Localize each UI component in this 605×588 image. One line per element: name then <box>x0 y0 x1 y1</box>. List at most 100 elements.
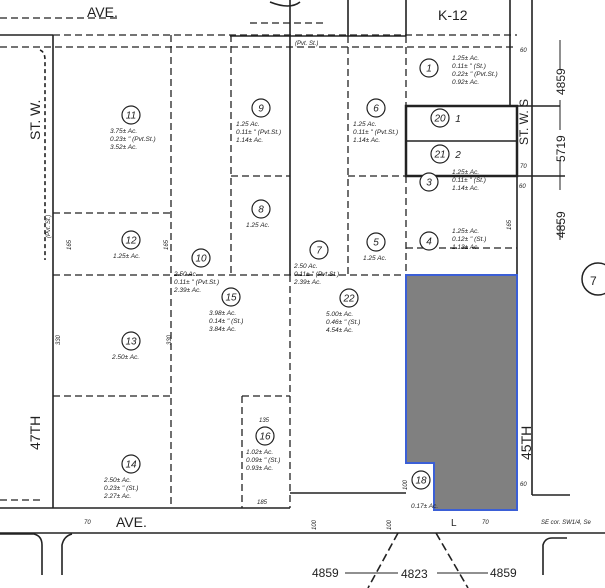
parcel-number: 4 <box>426 237 432 248</box>
svg-text:330: 330 <box>56 334 62 345</box>
parcel-acreage: 0.11± " (St.) <box>452 63 486 70</box>
parcel-circle <box>121 230 141 250</box>
parcel-acreage: 0.11± " (Pvt.St.) <box>353 129 398 136</box>
parcel-circle <box>366 98 386 118</box>
parcel-acreage: 0.23± " (St.) <box>104 485 138 492</box>
svg-text:70: 70 <box>520 164 527 170</box>
parcel-circle <box>339 288 359 308</box>
curb-line <box>542 537 567 575</box>
parcel-number: 3 <box>426 178 432 189</box>
parcel-number: 13 <box>125 337 137 348</box>
parcel-number: 5 <box>373 238 379 249</box>
parcel-acreage: 1.25 Ac. <box>363 255 387 262</box>
parcel-acreage: 3.75± Ac. <box>110 128 137 135</box>
svg-text:70: 70 <box>482 520 489 526</box>
parcel-circle <box>411 470 431 490</box>
svg-text:70: 70 <box>84 520 91 526</box>
parcel-acreage: 0.11± " (St.) <box>452 177 486 184</box>
svg-text:60: 60 <box>520 48 527 54</box>
street-label-45th: 45TH <box>518 426 534 460</box>
parcel-circle <box>121 331 141 351</box>
street-label-st-w-s: ST. W. S <box>517 99 531 145</box>
parcel-number: 18 <box>415 476 427 487</box>
parcel-acreage: 2.39± Ac. <box>173 287 201 294</box>
curve-mark <box>269 1 301 7</box>
street-label-l: L <box>451 518 457 529</box>
parcel-acreage: 3.52± Ac. <box>110 144 137 151</box>
parcel-acreage: 1.25± Ac. <box>113 253 140 260</box>
parcel-acreage: 0.11± " (Pvt.St.) <box>174 279 219 286</box>
parcel-acreage: 0.22± " (Pvt.St.) <box>452 71 498 78</box>
parcel-circle <box>221 287 241 307</box>
parcel-acreage: 0.23± " (Pvt.St.) <box>110 136 156 143</box>
svg-text:135: 135 <box>259 418 270 424</box>
parcel-acreage: 1.25± Ac. <box>452 169 479 176</box>
parcel-acreage: 0.11± " (Pvt.St.) <box>294 271 339 278</box>
parcel-acreage: 1.25 Ac. <box>246 222 270 229</box>
parcel-circle <box>419 172 439 192</box>
parcel-number: 12 <box>125 236 137 247</box>
parcel-acreage: 2.27± Ac. <box>103 493 131 500</box>
parcel-acreage: 2.50 Ac. <box>173 271 198 278</box>
parcel-circle <box>430 108 450 128</box>
svg-text:165: 165 <box>507 219 513 230</box>
svg-text:60: 60 <box>520 482 527 488</box>
parcel-acreage: 1.02± Ac. <box>246 449 273 456</box>
svg-text:185: 185 <box>257 500 268 506</box>
parcel-acreage: 2.50± Ac. <box>111 354 139 361</box>
parcel-acreage: 0.11± " (Pvt.St.) <box>236 129 281 136</box>
parcel-acreage: 1.14± Ac. <box>353 137 380 144</box>
svg-text:165: 165 <box>67 239 73 250</box>
parcel-acreage: 0.92± Ac. <box>452 79 479 86</box>
parcel-number: 9 <box>258 104 264 115</box>
svg-text:100: 100 <box>387 519 393 530</box>
parcel-acreage: 5.00± Ac. <box>326 311 353 318</box>
ref-lines <box>367 532 469 588</box>
pvt-st-label: (Pvt. St.) <box>295 41 318 47</box>
parcel-circle <box>121 454 141 474</box>
curb-line <box>39 49 46 260</box>
parcel-number: 10 <box>195 254 207 265</box>
svg-text:(Pvt. St.): (Pvt. St.) <box>46 215 52 238</box>
parcel-number: 6 <box>373 104 379 115</box>
parcel-number: 11 <box>126 111 136 122</box>
parcel-acreage: 1.14± Ac. <box>236 137 263 144</box>
parcel-acreage: 2.50 Ac. <box>293 263 318 270</box>
parcel-circle <box>419 231 439 251</box>
street-label-bottom-ave: AVE. <box>116 514 147 530</box>
parcel-labels: 11.25± Ac.0.11± " (St.)0.22± " (Pvt.St.)… <box>103 55 498 510</box>
parcel-circle <box>191 248 211 268</box>
svg-text:60: 60 <box>519 184 526 190</box>
parcel-circle <box>251 98 271 118</box>
parcel-acreage: 1.13± Ac. <box>452 244 479 251</box>
parcel-circle <box>366 232 386 252</box>
parcel-number: 21 <box>433 150 445 161</box>
parcel-acreage: 1 <box>455 114 461 125</box>
parcel-acreage: 2.50± Ac. <box>103 477 131 484</box>
street-label-st-w: ST. W. <box>27 100 43 140</box>
parcel-circle <box>309 240 329 260</box>
street-label-47th: 47TH <box>27 416 43 450</box>
svg-text:165: 165 <box>164 239 170 250</box>
map-ref-bottom-right: 4859 <box>490 566 517 580</box>
svg-text:100: 100 <box>403 479 409 490</box>
parcel-acreage: 0.09± " (St.) <box>246 457 280 464</box>
street-label-k12: K-12 <box>438 7 468 23</box>
parcel-acreage: 1.25± Ac. <box>452 228 479 235</box>
parcel-circle <box>255 426 275 446</box>
parcel-circle <box>430 144 450 164</box>
dimension-labels: 165 165 330 330 165 60 70 60 60 135 185 … <box>46 48 527 530</box>
parcel-number: 14 <box>125 460 137 471</box>
curb-line <box>61 533 73 575</box>
parcel-number: 20 <box>433 114 446 125</box>
highlighted-parcel[interactable] <box>405 274 518 511</box>
parcel-circle <box>251 199 271 219</box>
parcel-circle <box>419 58 439 78</box>
map-ref-right-mid: 5719 <box>554 135 568 162</box>
parcel-acreage: 4.54± Ac. <box>326 327 353 334</box>
se-corner-label: SE cor. SW1/4, Se <box>541 520 591 526</box>
parcel-acreage: 0.93± Ac. <box>246 465 273 472</box>
parcel-acreage: 2.39± Ac. <box>293 279 321 286</box>
map-ref-bottom-left: 4859 <box>312 566 339 580</box>
